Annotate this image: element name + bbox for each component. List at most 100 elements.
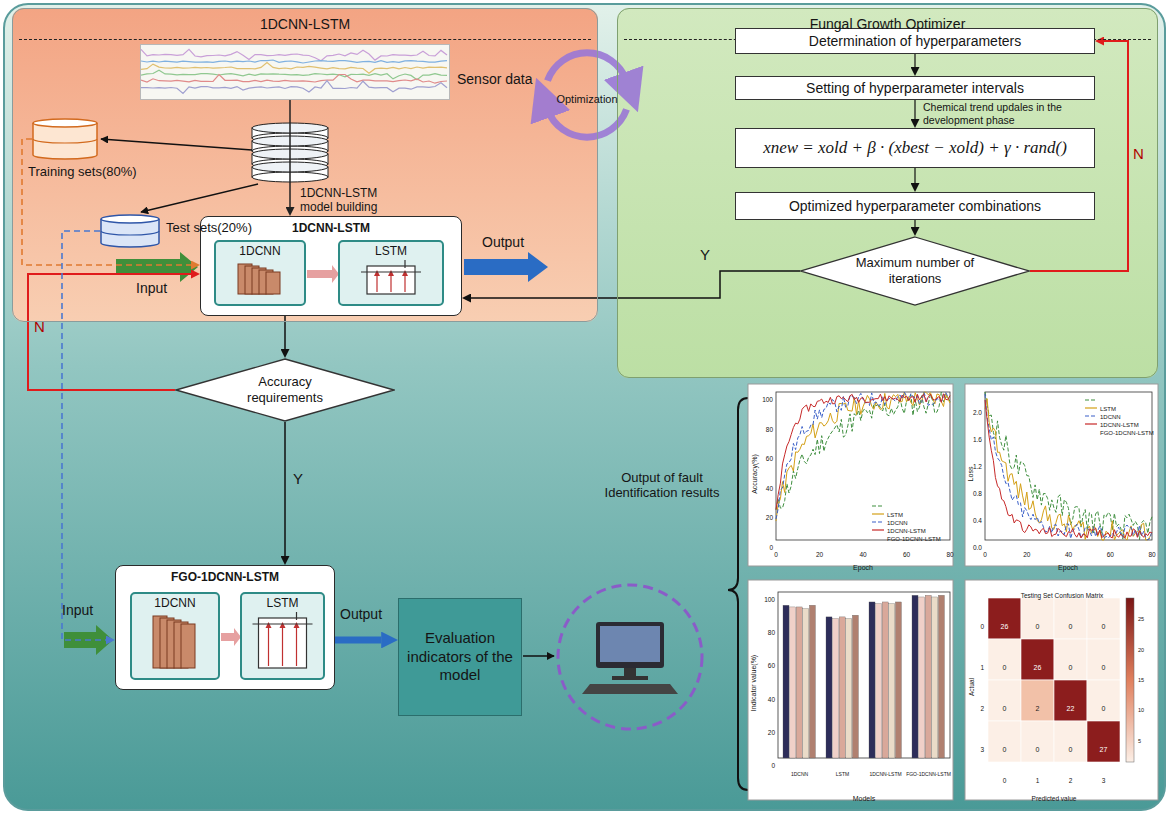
chart-label: 2: [980, 705, 984, 712]
chart-label: Indicator value(%): [750, 655, 758, 711]
chart-label: 1DCNN-LSTM: [1100, 422, 1139, 429]
panel-title: 1DCNN-LSTM: [260, 16, 350, 32]
matrix-cell: [1054, 721, 1087, 762]
bar: [889, 604, 895, 758]
node-drawing: [141, 45, 449, 99]
chart-label: FGO-1DCNN-LSTM: [906, 772, 951, 778]
node-label: Sensor data: [457, 71, 533, 87]
chart-label: 0: [1102, 622, 1106, 630]
chart-label: FGO-1DCNN-LSTM: [887, 536, 941, 543]
bar: [809, 605, 815, 758]
chart-label: Predicted value: [1032, 795, 1077, 802]
chart-label: Models: [853, 795, 876, 803]
connector: [28, 274, 191, 390]
matrix-cell: [988, 639, 1021, 680]
chart-label: 20: [1023, 551, 1030, 558]
chart-label: LSTM: [887, 512, 903, 519]
gate-head: [280, 622, 286, 628]
matrix-cell: [1087, 598, 1120, 639]
chart-axes: [985, 392, 1152, 540]
edge-label: 1DCNN-LSTM model building: [300, 186, 412, 215]
flow-arrow: [307, 265, 339, 283]
node-inner: LSTM: [338, 240, 444, 306]
chart-label: 20: [816, 551, 823, 558]
node-drawing: [340, 260, 442, 302]
chart-label: 0: [769, 544, 773, 551]
chart-label: 1DCNN: [887, 520, 908, 527]
chart-label: 3: [1102, 777, 1106, 784]
panel-title: Fungal Growth Optimizer: [810, 16, 966, 32]
data-line: [776, 392, 950, 510]
chart-label: 60: [903, 551, 910, 558]
chart-label: 40: [768, 696, 775, 703]
dashed-rule: [19, 39, 591, 40]
node-label: 1DCNN: [154, 596, 195, 610]
cylinder-ring: [33, 139, 97, 143]
cylinder-top: [101, 215, 159, 223]
bar: [919, 597, 925, 758]
node-inner: LSTM: [240, 592, 325, 680]
chart-label: 0: [774, 551, 778, 558]
node-cyl: Training sets(80%): [32, 118, 98, 160]
data-line: [985, 394, 1152, 540]
chart-frames: [748, 384, 953, 566]
computer-icon: [582, 684, 678, 694]
computer-icon: [596, 622, 664, 668]
connector: [914, 54, 915, 67]
chart-frames: [748, 580, 953, 800]
node-label: Test sets(20%): [166, 220, 252, 235]
data-line: [776, 394, 950, 510]
chart-label: Actual: [968, 678, 975, 696]
cell-state: [361, 271, 421, 272]
node-inner: 1DCNN: [130, 592, 220, 680]
node-box: Optimized hyperparameter combinations: [735, 192, 1095, 220]
node-eval: Evaluation indicators of the model: [398, 598, 522, 716]
node-drawing: [132, 612, 218, 676]
legend-sample: [872, 505, 884, 506]
chart-frames: [965, 580, 1158, 800]
matrix-cell: [1054, 680, 1087, 721]
bar: [882, 602, 888, 758]
cell-output: [404, 260, 405, 268]
chart-label: 5: [1138, 737, 1141, 743]
bar: [846, 619, 852, 758]
node-dia: Accuracy requirements: [175, 358, 395, 422]
bar: [912, 595, 918, 758]
node-drawing: [216, 260, 304, 302]
chart-label: 0: [980, 623, 984, 630]
chart-label: 2.0: [973, 410, 982, 417]
chart-label: 80: [766, 426, 773, 433]
bar: [826, 617, 832, 758]
computer-icon: [612, 676, 648, 680]
chart-label: 26: [1034, 663, 1042, 671]
signal-trace: [141, 49, 447, 60]
chart-label: 22: [1067, 704, 1075, 712]
node-cyl: Test sets(20%): [100, 214, 160, 248]
edge-label: Output: [340, 606, 382, 623]
node-label: 1DCNN: [239, 244, 280, 258]
chart-label: LSTM: [1100, 406, 1116, 413]
cylinder-ring: [101, 231, 159, 235]
loss-chart: [985, 392, 1152, 540]
outer-frame: [4, 4, 1165, 810]
node-label: Training sets(80%): [28, 164, 137, 179]
feature-map: [266, 272, 280, 294]
node-model: FGO-1DCNN-LSTM1DCNNLSTM: [115, 565, 335, 690]
gate-head: [374, 270, 380, 276]
computer-icon: [600, 626, 660, 662]
bar: [869, 602, 875, 758]
matrix-cell: [1054, 639, 1087, 680]
node-label: Maximum number of iterations: [853, 255, 977, 286]
legend-sample: [1085, 407, 1097, 408]
bar: [783, 605, 789, 758]
chart-label: 0: [771, 762, 775, 769]
edge-label: Input: [136, 280, 167, 297]
node-inner: 1DCNN: [214, 240, 306, 306]
matrix-cell: [1087, 680, 1120, 721]
signal-trace: [141, 70, 447, 80]
chart-label: 3: [980, 746, 984, 753]
chart-label: LSTM: [836, 772, 849, 778]
bar: [938, 595, 944, 758]
connector: [335, 637, 381, 644]
